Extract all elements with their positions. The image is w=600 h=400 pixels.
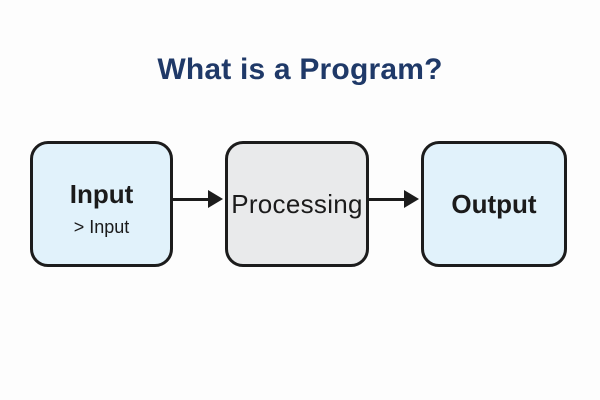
arrow-line [172, 197, 208, 201]
diagram-node-input: Input > Input [30, 141, 173, 267]
output-node-label: Output [451, 189, 537, 219]
arrowhead-right-icon [404, 190, 419, 208]
input-node-label: Input [69, 179, 134, 209]
input-node-sublabel: > Input [73, 217, 130, 237]
diagram-node-output: Output [421, 141, 567, 267]
diagram-node-processing: Processing [225, 141, 369, 267]
processing-node-label: Processing [231, 189, 363, 219]
arrowhead-right-icon [208, 190, 223, 208]
arrow-processing-to-output [368, 190, 419, 208]
page-title: What is a Program? [157, 53, 443, 87]
arrow-line [368, 197, 404, 201]
arrow-input-to-processing [172, 190, 223, 208]
